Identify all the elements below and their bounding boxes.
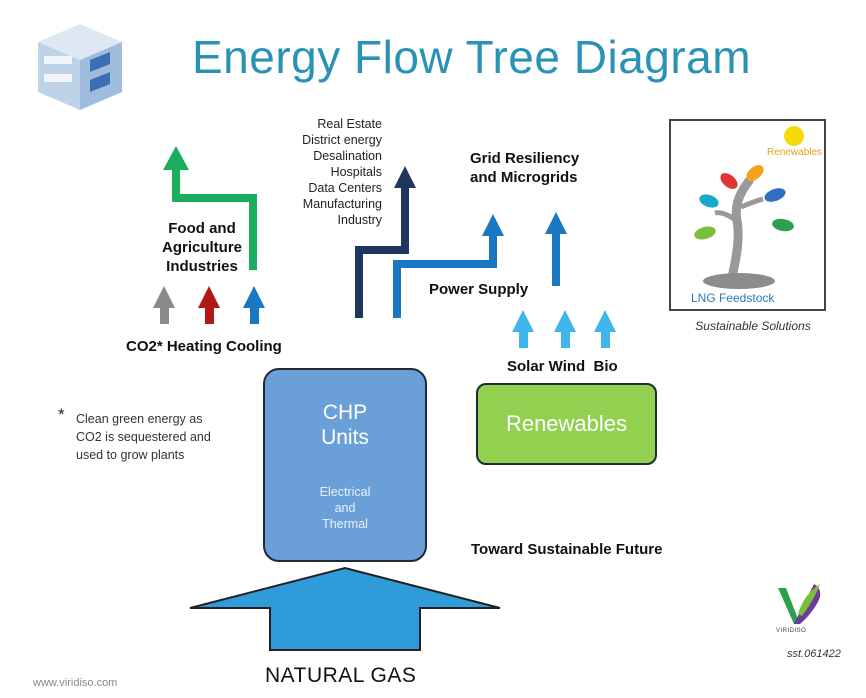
viridiso-logo-text: VIRIDISO bbox=[776, 628, 807, 634]
note-line2: CO2 is sequestered and bbox=[76, 430, 211, 444]
solar-wind-bio-label: Solar Wind Bio bbox=[507, 358, 618, 375]
use-item: Data Centers bbox=[308, 181, 382, 195]
lng-feedstock-label: LNG Feedstock bbox=[691, 291, 775, 305]
natural-gas-label: NATURAL GAS bbox=[265, 664, 417, 687]
renewables-power-arrow bbox=[552, 232, 560, 286]
use-item: District energy bbox=[302, 133, 382, 147]
sustainable-solutions-panel: Renewables LNG Feedstock bbox=[669, 119, 826, 311]
chp-sub-line1: Electrical bbox=[319, 485, 371, 499]
food-agriculture-arrowhead bbox=[163, 146, 189, 170]
food-line2: Agriculture bbox=[161, 239, 242, 256]
note-line1: Clean green energy as bbox=[76, 412, 203, 426]
leaf-icon bbox=[764, 188, 786, 202]
use-item: Real Estate bbox=[317, 117, 382, 131]
power-supply-arrow bbox=[393, 234, 497, 318]
co2-heating-cooling-label: CO2* Heating Cooling bbox=[126, 338, 282, 355]
chp-sub-line3: Thermal bbox=[322, 517, 368, 531]
leaf-icon bbox=[746, 165, 764, 181]
use-item: Manufacturing bbox=[302, 197, 382, 211]
note-asterisk: * bbox=[58, 405, 65, 424]
page-title: Energy Flow Tree Diagram bbox=[192, 31, 752, 83]
leaf-icon bbox=[699, 194, 719, 208]
leaf-icon bbox=[772, 218, 794, 232]
chp-title-line2: Units bbox=[321, 426, 369, 449]
use-item: Desalination bbox=[313, 149, 382, 163]
chp-title-line1: CHP bbox=[322, 401, 368, 424]
thermal-uses-arrow bbox=[355, 186, 409, 318]
leaf-icon bbox=[694, 226, 716, 240]
heating-arrow bbox=[198, 286, 220, 308]
grid-resiliency-label: Grid Resiliency and Microgrids bbox=[470, 149, 579, 187]
chp-title: CHP Units bbox=[265, 400, 425, 450]
chp-subtitle: Electrical and Thermal bbox=[265, 484, 425, 532]
wind-arrow bbox=[554, 310, 576, 332]
cooling-arrow bbox=[243, 286, 265, 308]
food-agriculture-arrow bbox=[172, 168, 257, 270]
grid-line2: and Microgrids bbox=[470, 169, 578, 186]
document-code: sst.061422 bbox=[787, 648, 841, 660]
sun-icon bbox=[784, 126, 804, 146]
grid-line1: Grid Resiliency bbox=[470, 150, 580, 167]
renewables-box: Renewables bbox=[476, 383, 657, 465]
food-line1: Food and bbox=[168, 220, 236, 237]
sustainable-solutions-caption: Sustainable Solutions bbox=[695, 319, 811, 333]
leaf-icon bbox=[720, 173, 738, 189]
thermal-uses-list: Real Estate District energy Desalination… bbox=[232, 116, 382, 228]
renewables-box-label: Renewables bbox=[505, 411, 628, 436]
food-agriculture-label: Food and Agriculture Industries bbox=[152, 219, 252, 276]
tree-renewables-label: Renewables bbox=[767, 147, 823, 158]
viridiso-logo bbox=[778, 584, 821, 624]
company-logo bbox=[38, 24, 122, 110]
chp-units-box: CHP Units Electrical and Thermal bbox=[263, 368, 427, 562]
chp-sub-line2: and bbox=[334, 501, 356, 515]
solar-arrow bbox=[512, 310, 534, 332]
use-item: Hospitals bbox=[330, 165, 382, 179]
food-line3: Industries bbox=[166, 258, 238, 275]
use-item: Industry bbox=[337, 213, 382, 227]
note-line3: used to grow plants bbox=[76, 448, 185, 462]
co2-note: Clean green energy as CO2 is sequestered… bbox=[76, 410, 211, 464]
toward-sustainable-label: Toward Sustainable Future bbox=[471, 541, 663, 558]
natural-gas-arrow bbox=[189, 566, 501, 651]
co2-arrow bbox=[153, 286, 175, 308]
power-supply-label: Power Supply bbox=[429, 281, 529, 298]
footer-url[interactable]: www.viridiso.com bbox=[33, 677, 118, 689]
tree-illustration bbox=[694, 126, 804, 289]
bio-arrow bbox=[594, 310, 616, 332]
